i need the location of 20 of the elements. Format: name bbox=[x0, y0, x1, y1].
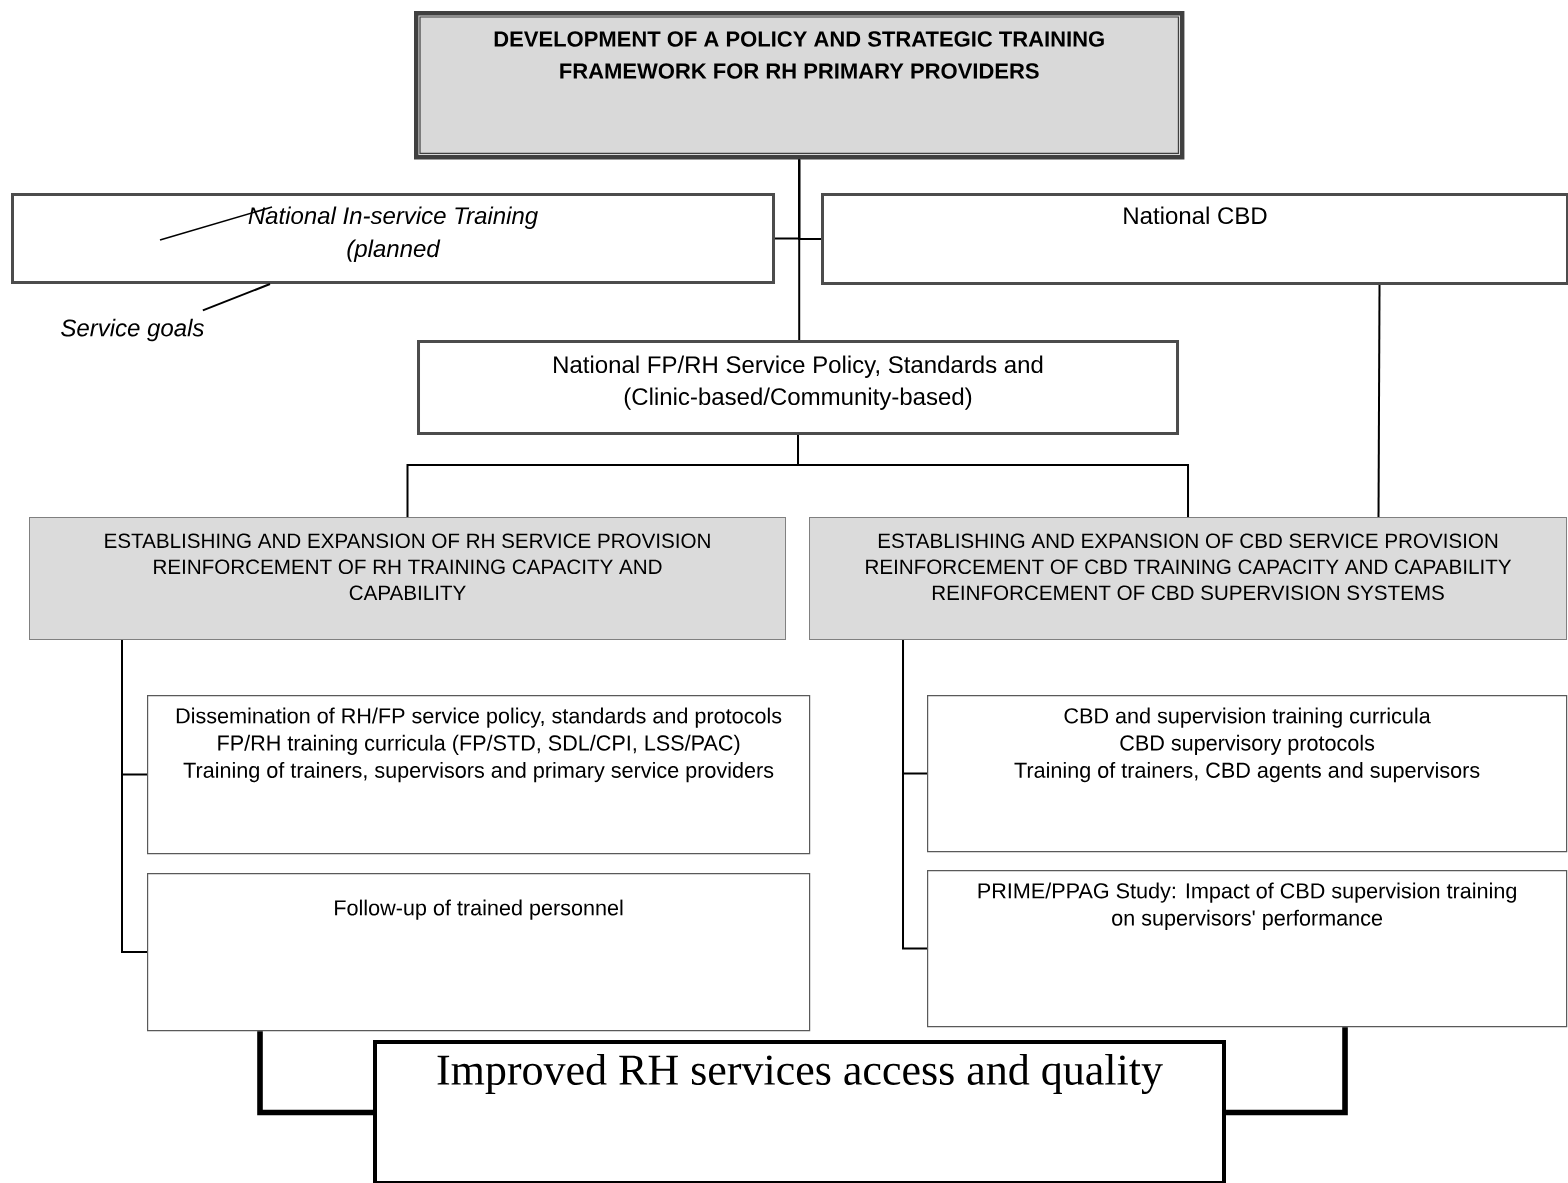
strategy-box: ESTABLISHING AND EXPANSION OF RH SERVICE PROVISION REINFORCEMENT OF RH TRAINING CAPACITY AND CAPABILITY bbox=[29, 517, 786, 640]
connector-line bbox=[1377, 284, 1381, 518]
activity-box: CBD and supervision training curricula CBD supervisory protocols Training of trainers, CBD agents and supervisors bbox=[927, 695, 1568, 853]
connector-line bbox=[1226, 1027, 1348, 1116]
connector-line bbox=[797, 434, 1189, 518]
activity-box: Follow-up of trained personnel bbox=[147, 873, 811, 1032]
connector-line bbox=[798, 158, 801, 341]
connector-line bbox=[121, 639, 148, 954]
program-box: National CBD bbox=[821, 193, 1568, 285]
program-box: National In-service Training (planned bbox=[11, 193, 775, 284]
title-box: DEVELOPMENT OF A POLICY AND STRATEGIC TRAINING FRAMEWORK FOR RH PRIMARY PROVIDERS bbox=[414, 11, 1185, 160]
leader-line bbox=[201, 283, 271, 312]
connector-line bbox=[902, 639, 928, 950]
activity-box: Dissemination of RH/FP service policy, standards and protocols FP/RH training curricula (FP/STD, SDL/CPI, LSS/PAC) Training of trainers, supervisors and primary service providers bbox=[147, 695, 811, 855]
policy-box: National FP/RH Service Policy, Standards and (Clinic-based/Community-based) bbox=[417, 340, 1179, 435]
activity-box: PRIME/PPAG Study: Impact of CBD supervision training on supervisors' performance bbox=[927, 870, 1568, 1028]
strategy-box: ESTABLISHING AND EXPANSION OF CBD SERVICE PROVISION REINFORCEMENT OF CBD TRAINING CAPACITY AND CAPABILITY REINFORCEMENT OF CBD SUPERVISION SYSTEMS bbox=[809, 517, 1567, 640]
outcome-box: Improved RH services access and quality bbox=[373, 1040, 1226, 1183]
note-text: Service goals bbox=[61, 318, 204, 342]
connector-line bbox=[257, 1031, 373, 1116]
